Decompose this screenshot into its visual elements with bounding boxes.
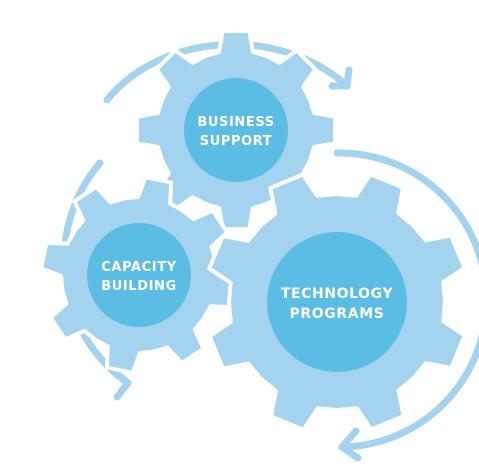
capacity-building-label-line1: CAPACITY xyxy=(101,260,176,275)
capacity-building-label-line2: BUILDING xyxy=(101,279,177,294)
technology-programs-label-line2: PROGRAMS xyxy=(290,306,385,322)
node-capacity-building: CAPACITY BUILDING xyxy=(87,223,191,327)
technology-programs-label-line1: TECHNOLOGY xyxy=(281,286,394,302)
arrow-business-to-technology xyxy=(333,149,479,462)
hub-technology-programs xyxy=(267,232,407,372)
business-support-label-line1: BUSINESS xyxy=(197,115,274,130)
curved-arrow-icon xyxy=(333,149,479,451)
arrowhead-icon xyxy=(328,66,353,90)
arrowhead-icon xyxy=(338,427,362,462)
arrowhead-icon xyxy=(110,367,132,401)
business-support-label-line2: SUPPORT xyxy=(200,134,273,149)
hub-business-support xyxy=(184,78,288,182)
node-business-support: BUSINESS SUPPORT xyxy=(184,78,288,182)
node-technology-programs: TECHNOLOGY PROGRAMS xyxy=(267,232,407,372)
hub-capacity-building xyxy=(87,223,191,327)
